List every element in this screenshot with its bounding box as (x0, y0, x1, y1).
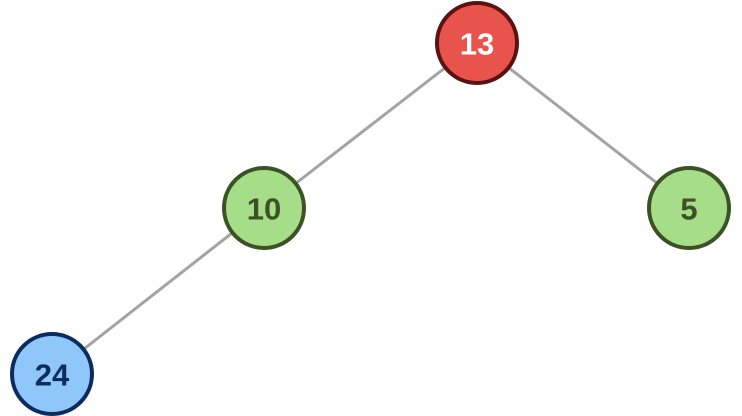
edge-13-10 (263, 41, 478, 210)
node-circle-10 (222, 166, 306, 250)
node-label-24: 24 (35, 358, 70, 393)
node-label-5: 5 (680, 192, 697, 227)
tree-node-5: 5 (647, 166, 731, 250)
tree-node-10: 10 (222, 166, 306, 250)
node-label-10: 10 (247, 192, 281, 227)
tree-node-24: 24 (10, 332, 94, 416)
tree-edges (51, 41, 690, 376)
node-circle-24 (10, 332, 94, 416)
node-circle-13 (435, 1, 519, 85)
edge-13-5 (476, 41, 690, 210)
node-label-13: 13 (460, 27, 494, 62)
tree-node-13: 13 (435, 1, 519, 85)
edge-10-24 (51, 206, 265, 376)
node-circle-5 (647, 166, 731, 250)
